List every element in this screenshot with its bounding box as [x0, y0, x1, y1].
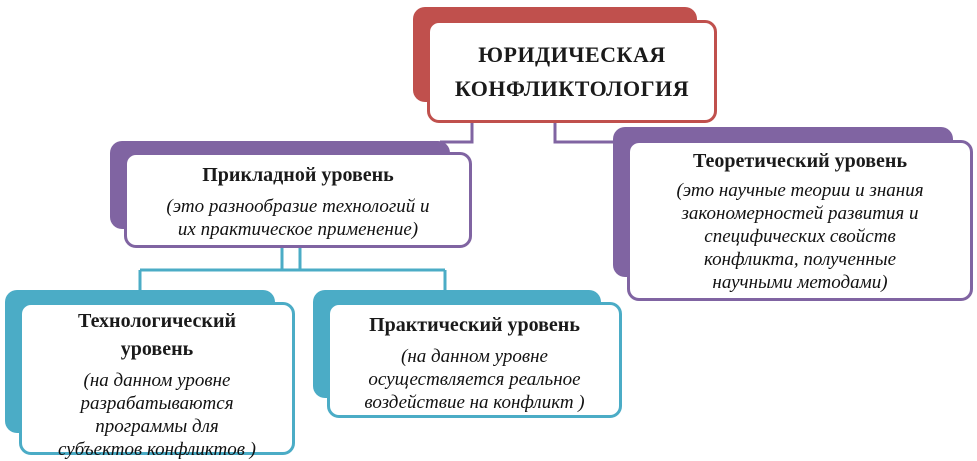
- connector-root-applied: [440, 122, 474, 144]
- practical-node: Практический уровень (на данном уровне о…: [327, 302, 622, 418]
- technological-desc-line4: субъектов конфликтов ): [57, 439, 257, 460]
- theoretical-title: Теоретический уровень: [692, 150, 908, 172]
- theoretical-desc-line4: конфликта, полученные: [703, 249, 897, 270]
- practical-desc-line3: воздействие на конфликт ): [364, 392, 585, 413]
- applied-node: Прикладной уровень (это разнообразие тех…: [124, 152, 472, 248]
- technological-node: Технологический уровень (на данном уровн…: [19, 302, 295, 460]
- technological-title-line2: уровень: [120, 338, 194, 360]
- connector-root-theoretical: [553, 122, 620, 144]
- root-node: ЮРИДИЧЕСКАЯ КОНФЛИКТОЛОГИЯ: [427, 20, 717, 123]
- practical-title: Практический уровень: [369, 314, 580, 336]
- theoretical-desc-line2: закономерностей развития и: [681, 203, 919, 224]
- practical-desc-line2: осуществляется реальное: [368, 369, 581, 390]
- applied-desc-line2: их практическое применение): [177, 219, 419, 240]
- theoretical-desc-line1: (это научные теории и знания: [676, 180, 924, 201]
- root-title-line1: ЮРИДИЧЕСКАЯ: [478, 41, 666, 67]
- technological-desc-line2: разрабатываются: [80, 393, 234, 414]
- applied-desc-line1: (это разнообразие технологий и: [166, 196, 430, 217]
- theoretical-node: Теоретический уровень (это научные теори…: [627, 140, 973, 301]
- practical-desc-line1: (на данном уровне: [401, 346, 548, 367]
- technological-title-line1: Технологический: [78, 310, 236, 332]
- root-title-line2: КОНФЛИКТОЛОГИЯ: [454, 75, 690, 101]
- technological-desc-line3: программы для: [95, 416, 219, 437]
- applied-title: Прикладной уровень: [202, 164, 394, 186]
- theoretical-desc-line5: научными методами): [712, 272, 888, 293]
- theoretical-desc-line3: специфических свойств: [704, 226, 896, 247]
- technological-desc-line1: (на данном уровне: [83, 370, 231, 391]
